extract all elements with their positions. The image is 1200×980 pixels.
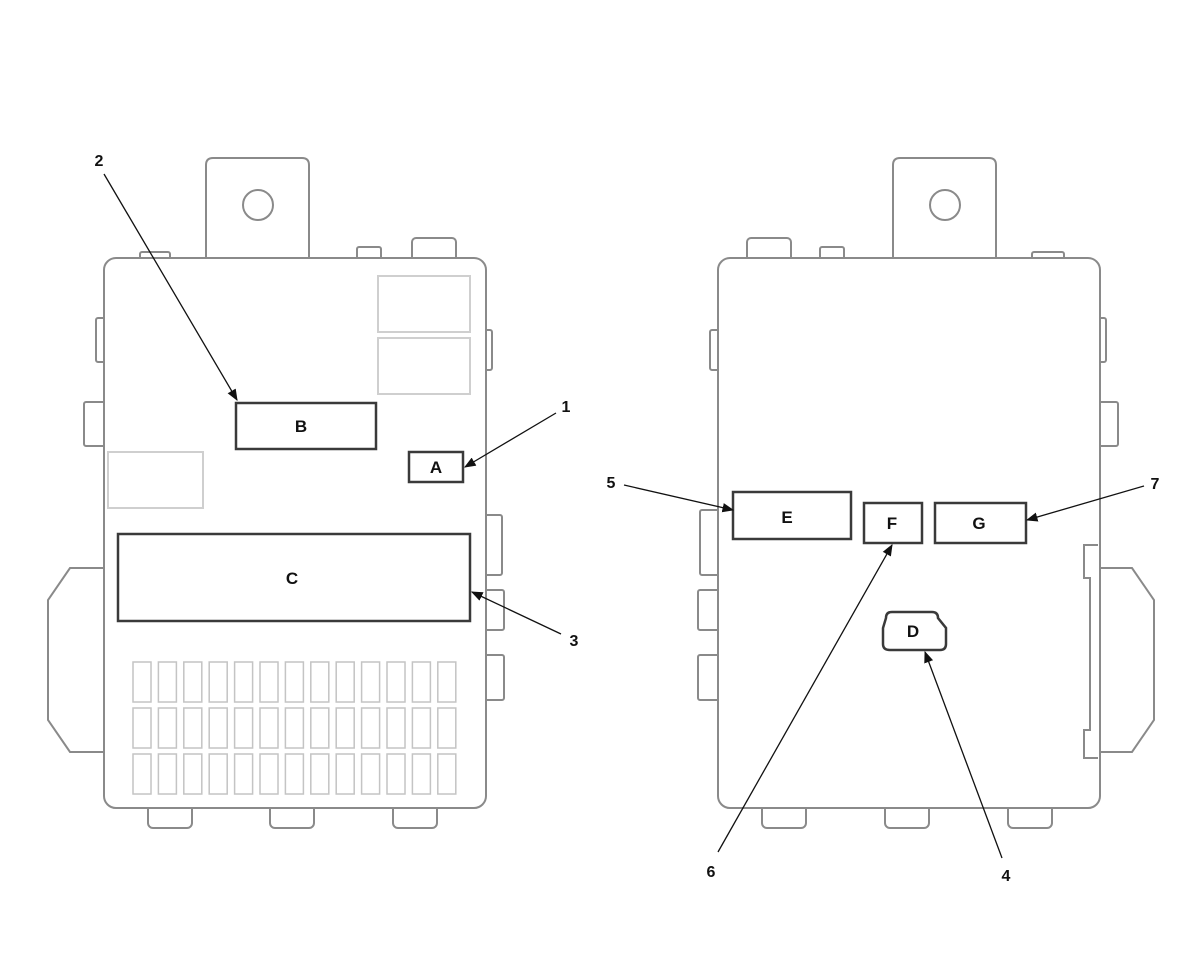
- leader-line-5: [623, 484, 735, 513]
- callout-numbers: 2 1 3 5 7 6 4: [95, 153, 1160, 885]
- connector-d-label: D: [907, 622, 919, 641]
- callout-5: 5: [607, 475, 616, 492]
- leader-line-6: [717, 543, 893, 853]
- fuse-slot: [335, 707, 355, 749]
- connector-d[interactable]: D: [881, 610, 948, 652]
- fuse-slot: [132, 661, 152, 703]
- rear-view-box: E F G D: [697, 157, 1155, 829]
- fuse-slot: [360, 753, 381, 795]
- fuse-slot: [233, 661, 254, 703]
- fuse-slot: [411, 707, 432, 749]
- fuse-slot: [386, 707, 406, 749]
- fuse-slot: [284, 661, 305, 703]
- fuse-slot: [386, 661, 406, 703]
- callout-1: 1: [562, 399, 571, 416]
- callout-4: 4: [1002, 868, 1011, 885]
- fuse-slot: [360, 661, 381, 703]
- side-bulge-left: [47, 567, 104, 753]
- front-view-box: B A C: [47, 157, 505, 829]
- fuse-slot: [360, 707, 381, 749]
- leader-line-7: [1025, 485, 1145, 522]
- fuse-slot: [208, 661, 228, 703]
- fuse-slot: [386, 753, 406, 795]
- connector-b-label: B: [295, 417, 307, 436]
- connector-b[interactable]: B: [234, 401, 378, 451]
- leader-line-2: [103, 173, 238, 402]
- leader-line-3: [470, 591, 562, 635]
- connector-a-label: A: [430, 458, 442, 477]
- callout-6: 6: [707, 864, 716, 881]
- side-tab: [697, 654, 721, 701]
- fuse-slot: [284, 707, 305, 749]
- fuse-slot: [310, 661, 330, 703]
- fuse-slot: [157, 661, 178, 703]
- connector-e[interactable]: E: [731, 490, 853, 541]
- leader-lines: [103, 173, 1145, 859]
- fuse-grid: [132, 661, 457, 795]
- relay-outline: [107, 451, 204, 509]
- side-tab: [697, 589, 721, 631]
- fuse-slot: [411, 661, 432, 703]
- fuse-slot: [208, 707, 228, 749]
- fuse-slot: [183, 753, 203, 795]
- fuse-slot: [259, 753, 279, 795]
- connector-f[interactable]: F: [862, 501, 924, 545]
- connector-g-label: G: [972, 514, 985, 533]
- connector-c[interactable]: C: [116, 532, 472, 623]
- fuse-slot: [233, 753, 254, 795]
- fuse-slot: [284, 753, 305, 795]
- fuse-slot: [157, 707, 178, 749]
- fuse-slot: [310, 753, 330, 795]
- fuse-slot: [132, 753, 152, 795]
- connector-e-label: E: [781, 508, 792, 527]
- mounting-hole-right: [929, 189, 961, 221]
- fuse-slot: [335, 661, 355, 703]
- fuse-slot: [335, 753, 355, 795]
- leader-line-1: [463, 412, 557, 468]
- side-tab: [83, 401, 107, 447]
- connector-g[interactable]: G: [933, 501, 1028, 545]
- fuse-slot: [259, 707, 279, 749]
- connector-c-label: C: [286, 569, 298, 588]
- fuse-slot: [233, 707, 254, 749]
- connector-a[interactable]: A: [407, 450, 465, 484]
- fuse-slot: [411, 753, 432, 795]
- callout-7: 7: [1151, 476, 1160, 493]
- leader-line-4: [924, 650, 1003, 859]
- mounting-hole-left: [242, 189, 274, 221]
- relay-outline: [377, 337, 471, 395]
- fuse-slot: [132, 707, 152, 749]
- connector-f-label: F: [887, 514, 897, 533]
- fuse-slot: [183, 661, 203, 703]
- fuse-slot: [310, 707, 330, 749]
- fuse-slot: [437, 753, 457, 795]
- callout-2: 2: [95, 153, 104, 170]
- side-bulge-right: [1098, 567, 1155, 753]
- inner-rail: [1083, 544, 1098, 759]
- fuse-slot: [157, 753, 178, 795]
- callout-3: 3: [570, 633, 579, 650]
- fuse-slot: [259, 661, 279, 703]
- fuse-slot: [183, 707, 203, 749]
- relay-outline: [377, 275, 471, 333]
- fuse-slot: [208, 753, 228, 795]
- fuse-slot: [437, 661, 457, 703]
- fuse-slot: [437, 707, 457, 749]
